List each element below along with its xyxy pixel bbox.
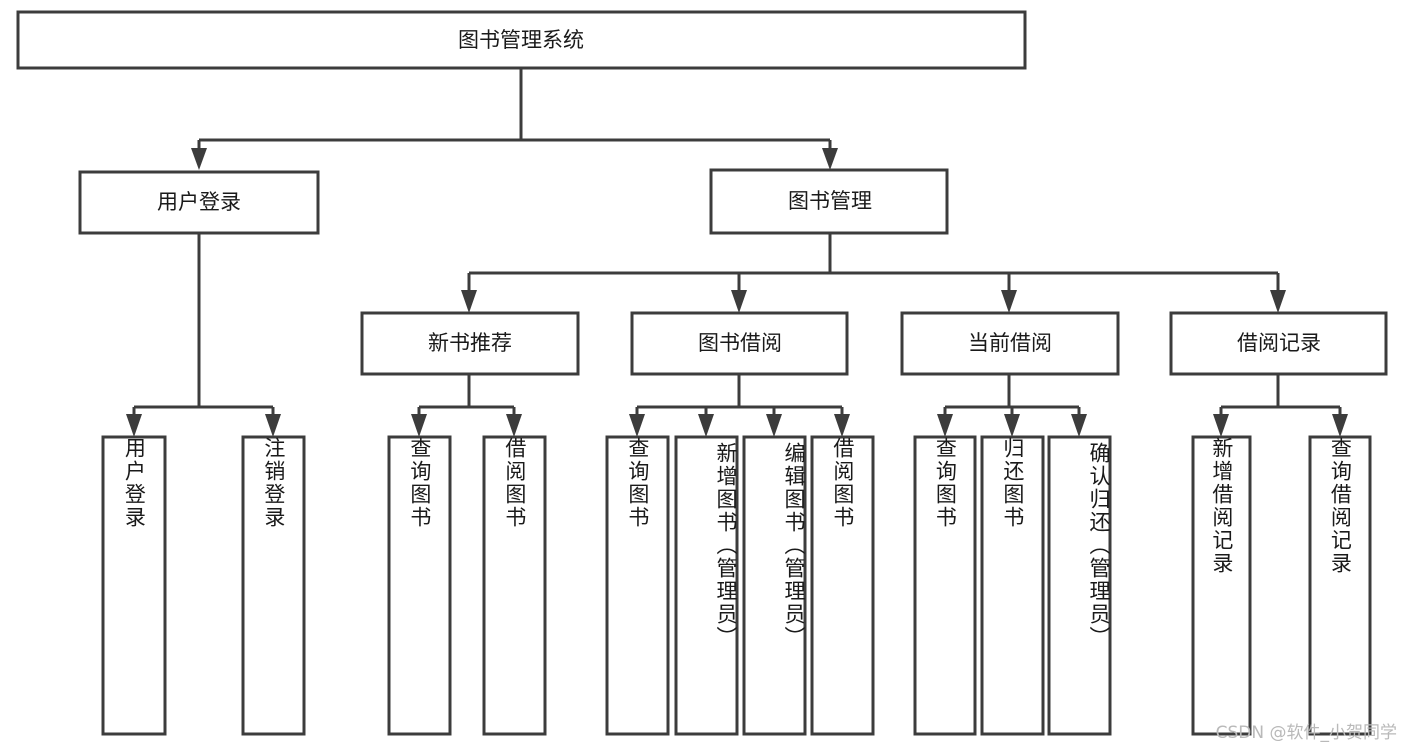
node-root-box[interactable] [16, 10, 1027, 70]
edge-group-current-borrow [937, 374, 1087, 437]
arrow-head-leaf-confirm-return [1071, 414, 1087, 437]
edge-group-root [191, 68, 838, 170]
arrow-head-borrow-record [1270, 290, 1286, 313]
arrow-head-new-book [461, 290, 477, 313]
leaf-box-query-book-current[interactable] [913, 435, 977, 736]
leaf-box-logout-login[interactable] [241, 435, 306, 736]
node-book-borrow-label: 图书借阅 [698, 331, 782, 355]
arrow-head-leaf-borrow-book-a [506, 414, 522, 437]
edge-group-borrow-record [1213, 374, 1348, 437]
leaf-box-edit-book-admin[interactable] [742, 435, 807, 736]
node-user-login[interactable]: 用户登录 [78, 170, 320, 235]
arrow-head-leaf-query-book-b [629, 414, 645, 437]
edge-group-book-management [461, 233, 1286, 313]
arrow-head-leaf-query-record [1332, 414, 1348, 437]
leaf-box-query-book-newbook[interactable] [387, 435, 452, 736]
node-root-label: 图书管理系统 [458, 28, 584, 52]
node-current-borrow[interactable]: 当前借阅 [900, 311, 1120, 376]
node-book-borrow[interactable]: 图书借阅 [630, 311, 849, 376]
arrow-head-leaf-borrow-book-b [834, 414, 850, 437]
node-book-management-box[interactable] [709, 168, 949, 235]
arrow-head-leaf-user-login [126, 414, 142, 437]
node-book-borrow-box[interactable] [630, 311, 849, 376]
node-borrow-record-box[interactable] [1169, 311, 1388, 376]
node-borrow-record[interactable]: 借阅记录 [1169, 311, 1388, 376]
edge-group-new-book [411, 374, 522, 437]
arrow-head-leaf-logout-login [265, 414, 281, 437]
leaf-box-user-login[interactable] [101, 435, 167, 736]
edge-group-book-borrow [629, 374, 850, 437]
leaf-box-borrow-book-newbook[interactable] [482, 435, 547, 736]
node-current-borrow-label: 当前借阅 [968, 331, 1052, 355]
node-book-management[interactable]: 图书管理 [709, 168, 949, 235]
arrow-head-leaf-add-book [698, 414, 714, 437]
leaf-box-query-book-borrow[interactable] [605, 435, 670, 736]
leaf-box-return-book[interactable] [980, 435, 1045, 736]
node-root[interactable]: 图书管理系统 [16, 10, 1027, 70]
arrow-head-book-borrow [731, 290, 747, 313]
node-new-book-recommend[interactable]: 新书推荐 [360, 311, 580, 376]
node-user-login-box[interactable] [78, 170, 320, 235]
node-new-book-recommend-label: 新书推荐 [428, 331, 512, 355]
node-borrow-record-label: 借阅记录 [1237, 331, 1321, 355]
arrow-head-leaf-query-book-a [411, 414, 427, 437]
arrow-head-leaf-edit-book [766, 414, 782, 437]
leaf-box-add-book-admin[interactable] [674, 435, 739, 736]
arrow-head-leaf-add-record [1213, 414, 1229, 437]
node-book-management-label: 图书管理 [788, 189, 872, 213]
node-new-book-recommend-box[interactable] [360, 311, 580, 376]
edge-group-user-login [126, 233, 281, 437]
leaf-box-add-borrow-record[interactable] [1191, 435, 1252, 736]
leaf-boxes [101, 435, 1372, 736]
arrow-head-current-borrow [1001, 290, 1017, 313]
csdn-watermark: CSDN @软件_小贺同学 [1215, 723, 1397, 743]
arrow-head-leaf-query-book-c [937, 414, 953, 437]
arrow-head-book-mgmt [822, 148, 838, 170]
leaf-box-borrow-book[interactable] [810, 435, 875, 736]
node-user-login-label: 用户登录 [157, 190, 241, 214]
arrow-head-leaf-return-book [1004, 414, 1020, 437]
arrow-head-user-login [191, 148, 207, 170]
node-current-borrow-box[interactable] [900, 311, 1120, 376]
leaf-box-query-borrow-record[interactable] [1308, 435, 1372, 736]
leaf-box-confirm-return-admin[interactable] [1047, 435, 1112, 736]
